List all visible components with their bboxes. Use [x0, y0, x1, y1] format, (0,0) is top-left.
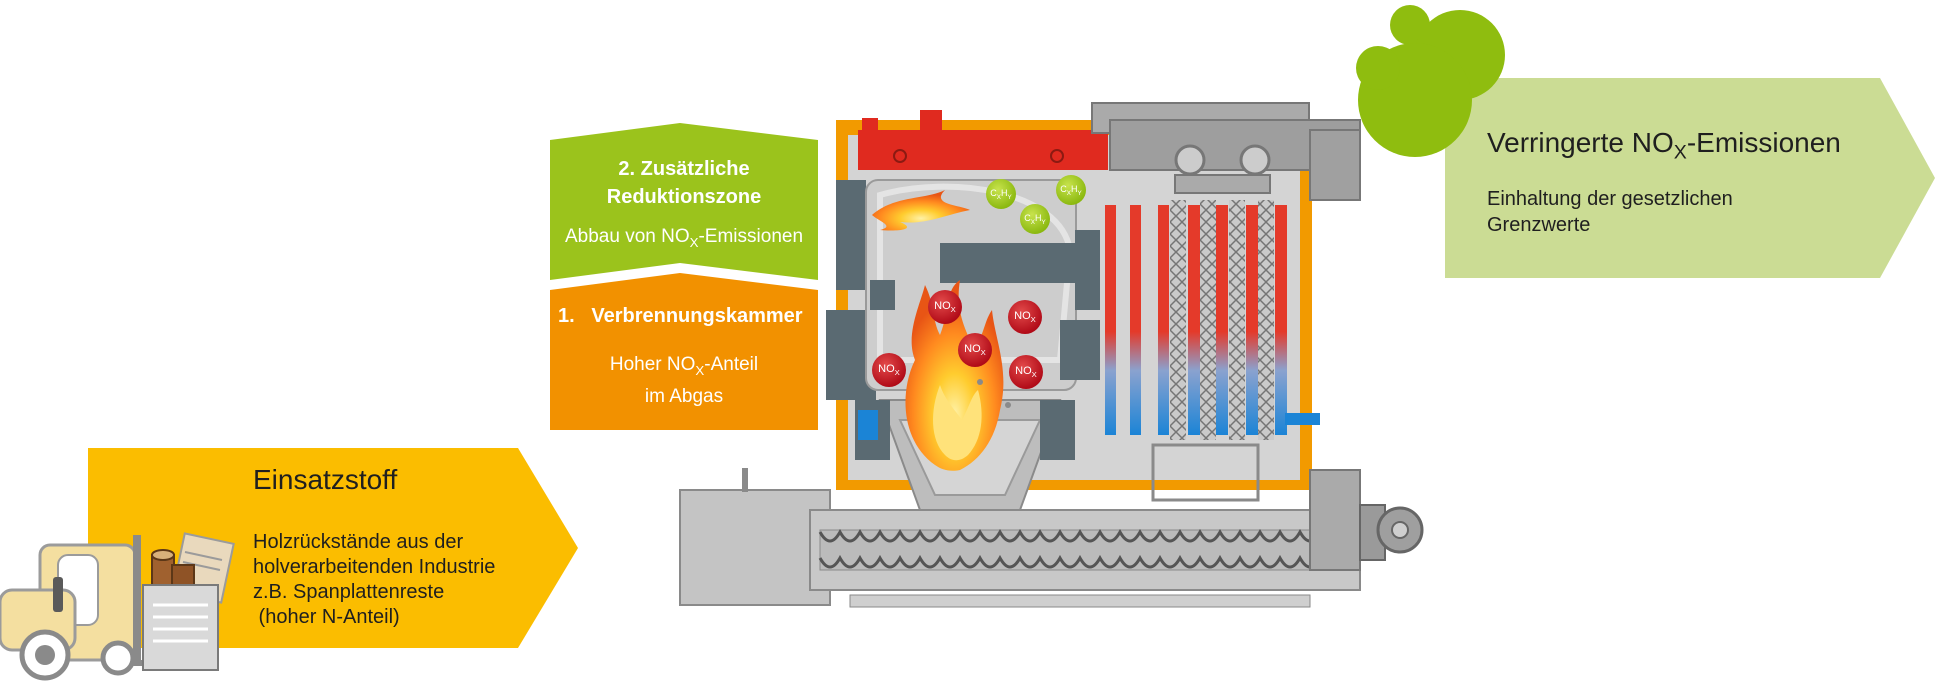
emissions-line: Einhaltung der gesetzlichen — [1487, 188, 1733, 210]
stage2-title-line: 2. Zusätzliche — [618, 158, 750, 180]
nox-label-sub: X — [950, 305, 956, 315]
stage2-arrow — [550, 123, 818, 280]
screw-conveyor — [818, 528, 1322, 569]
feedstock-line: (hoher N-Anteil) — [253, 606, 400, 628]
stage1-line: Hoher NOX-Anteil — [550, 352, 818, 384]
feedstock-description: Holzrückstände aus der holverarbeitenden… — [253, 530, 495, 630]
stage1-line: im Abgas — [644, 385, 724, 407]
stage2-subtitle-prefix: Abbau von NO — [564, 226, 690, 247]
cxhy-label: CXHY — [1023, 213, 1047, 227]
cxhy-label-h: H — [1001, 188, 1008, 198]
emissions-description: Einhaltung der gesetzlichen Grenzwerte — [1487, 186, 1733, 238]
emissions-arrow-shape — [1445, 78, 1935, 278]
cxhy-label-y: Y — [1041, 218, 1046, 226]
stage1-arrow — [550, 273, 818, 430]
stage1-line1-prefix: Hoher NO — [609, 354, 696, 375]
stage2-subtitle-suffix: -Emissionen — [698, 226, 804, 247]
nox-molecule — [928, 290, 962, 324]
feedstock-line: z.B. Spanplattenreste — [253, 581, 445, 603]
nox-molecule — [1008, 300, 1042, 334]
nox-molecule — [958, 333, 992, 367]
nox-label: NOX — [1011, 310, 1039, 325]
stage2-subtitle: Abbau von NOX-Emissionen — [550, 225, 818, 251]
stage2-title: 2. Zusätzliche Reduktionszone — [550, 155, 818, 211]
emissions-title: Verringerte NOX-Emissionen — [1487, 125, 1841, 165]
nox-label: NOX — [961, 343, 989, 358]
nox-label: NOX — [875, 363, 903, 378]
nox-label: NOX — [1012, 365, 1040, 380]
nox-label-prefix: NO — [878, 363, 895, 375]
cxhy-molecule — [1056, 175, 1086, 205]
cloud-icon — [1356, 5, 1505, 157]
stage1-arrow-shape — [550, 273, 818, 430]
nox-label-prefix: NO — [964, 343, 981, 355]
stage1-line1-sub: X — [695, 362, 705, 378]
wood-bin-icon — [142, 532, 235, 671]
cxhy-label-c: C — [1060, 184, 1067, 194]
nox-label-prefix: NO — [1015, 365, 1032, 377]
cxhy-label-y: Y — [1007, 193, 1012, 201]
nox-label-sub: X — [1030, 315, 1036, 325]
nox-label: NOX — [931, 300, 959, 315]
cxhy-label: CXHY — [989, 188, 1013, 202]
nox-label-prefix: NO — [934, 300, 951, 312]
flame-top-icon — [872, 190, 970, 231]
cxhy-label-x: X — [1066, 189, 1071, 197]
nox-label-sub: X — [1031, 370, 1037, 380]
cxhy-label-x: X — [996, 193, 1001, 201]
cxhy-label-x: X — [1030, 218, 1035, 226]
nox-label-sub: X — [894, 368, 900, 378]
emissions-title-prefix: Verringerte NO — [1487, 127, 1674, 158]
feedstock-line: Holzrückstände aus der — [253, 531, 464, 553]
emissions-title-sub: X — [1673, 141, 1687, 164]
emissions-arrow — [1445, 78, 1935, 278]
stage2-arrow-shape — [550, 123, 818, 280]
stage1-line1-suffix: -Anteil — [704, 354, 759, 375]
emissions-line: Grenzwerte — [1487, 214, 1591, 236]
stage2-subtitle-sub: X — [689, 234, 699, 250]
nox-molecule — [872, 353, 906, 387]
cxhy-label: CXHY — [1059, 184, 1083, 198]
stage1-title: 1. Verbrennungskammer — [558, 305, 803, 327]
heat-exchanger-tubes — [1105, 200, 1287, 440]
nox-label-sub: X — [980, 348, 986, 358]
cxhy-label-h: H — [1035, 213, 1042, 223]
stage1-description: Hoher NOX-Anteil im Abgas — [550, 352, 818, 410]
nox-molecule — [1009, 355, 1043, 389]
cxhy-molecule — [1020, 204, 1050, 234]
flame-main-icon — [905, 280, 1004, 471]
stage2-title-line: Reduktionszone — [606, 186, 762, 208]
feedstock-line: holverarbeitenden Industrie — [253, 556, 496, 578]
cxhy-label-c: C — [1024, 213, 1031, 223]
cxhy-label-y: Y — [1077, 189, 1082, 197]
cxhy-label-c: C — [990, 188, 997, 198]
emissions-title-suffix: -Emissionen — [1686, 127, 1841, 158]
nox-label-prefix: NO — [1014, 310, 1031, 322]
feedstock-title: Einsatzstoff — [253, 464, 398, 495]
cxhy-label-h: H — [1071, 184, 1078, 194]
cxhy-molecule — [986, 179, 1016, 209]
